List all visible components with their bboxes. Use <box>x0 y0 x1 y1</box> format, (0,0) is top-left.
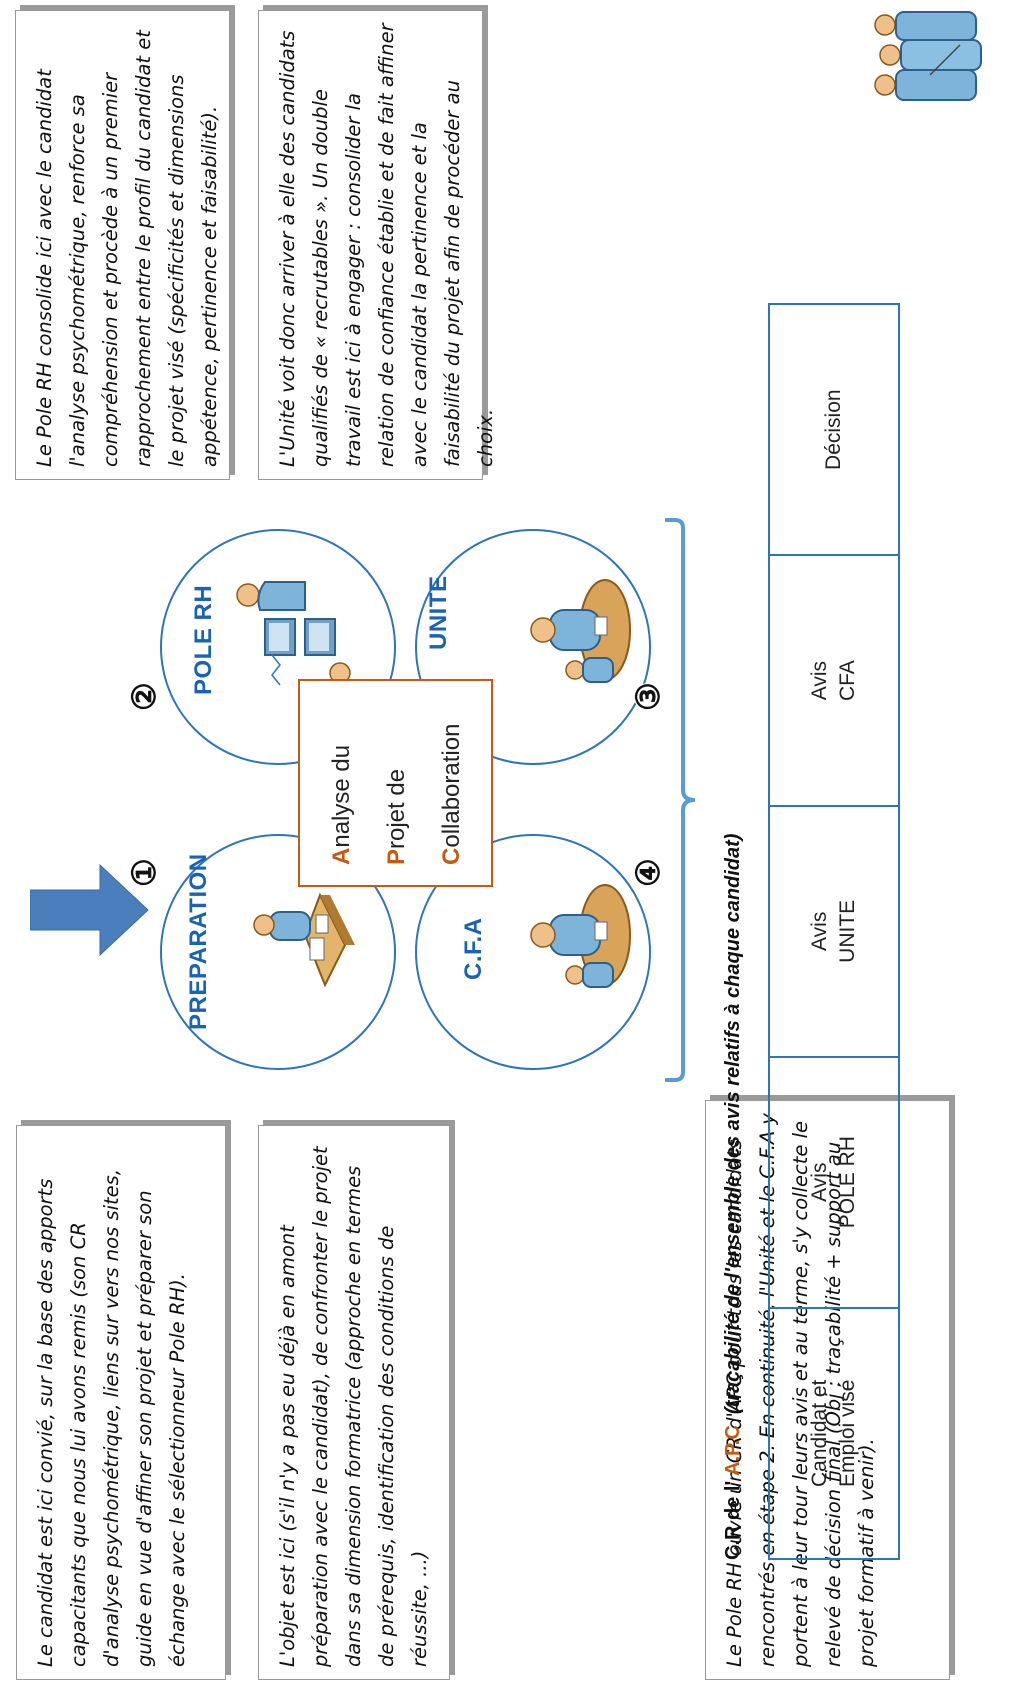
cfa-label: C.F.A <box>460 917 487 981</box>
cfa-description: L'objet est ici (s'il n'y a pas eu déjà … <box>276 1146 431 1667</box>
unite-description-box: L'Unité voit donc arriver à elle des can… <box>258 10 497 480</box>
pole-rh-label: POLE RH <box>190 584 217 695</box>
step-number-2: ② <box>126 682 162 711</box>
unite-label: UNITE <box>425 575 452 651</box>
preparation-description-box: Le candidat est ici convié, sur la base … <box>16 1125 226 1680</box>
cr-caption: C.R de l' A.P.C (traçabilité de l'ensemb… <box>722 833 744 1560</box>
apc-line-2: Projet de <box>383 768 410 865</box>
cfa-description-box: L'objet est ici (s'il n'y a pas eu déjà … <box>258 1125 450 1680</box>
computer-people-icon <box>236 581 351 686</box>
preparation-description: Le candidat est ici convié, sur la base … <box>34 1168 189 1667</box>
unite-description: L'Unité voit donc arriver à elle des can… <box>276 23 497 467</box>
apc-line-3: Collaboration <box>438 723 465 865</box>
bracket-icon <box>665 518 696 1082</box>
step-number-1: ① <box>126 858 162 887</box>
apc-line-1: Analyse du <box>328 744 355 865</box>
apc-box: Analyse du Projet de Collaboration <box>298 679 493 887</box>
desk-person-icon <box>253 892 355 988</box>
meeting-group-icon <box>530 579 631 683</box>
pole-rh-description: Le Pole RH consolide ici avec le candida… <box>33 30 221 467</box>
preparation-label: PREPARATION <box>185 853 212 1030</box>
table-cell-decision: Décision <box>769 304 899 556</box>
people-group-icon <box>874 11 982 101</box>
meeting-person-icon <box>530 884 631 988</box>
pole-rh-description-box: Le Pole RH consolide ici avec le candida… <box>15 10 230 480</box>
arrow-icon <box>30 863 149 957</box>
